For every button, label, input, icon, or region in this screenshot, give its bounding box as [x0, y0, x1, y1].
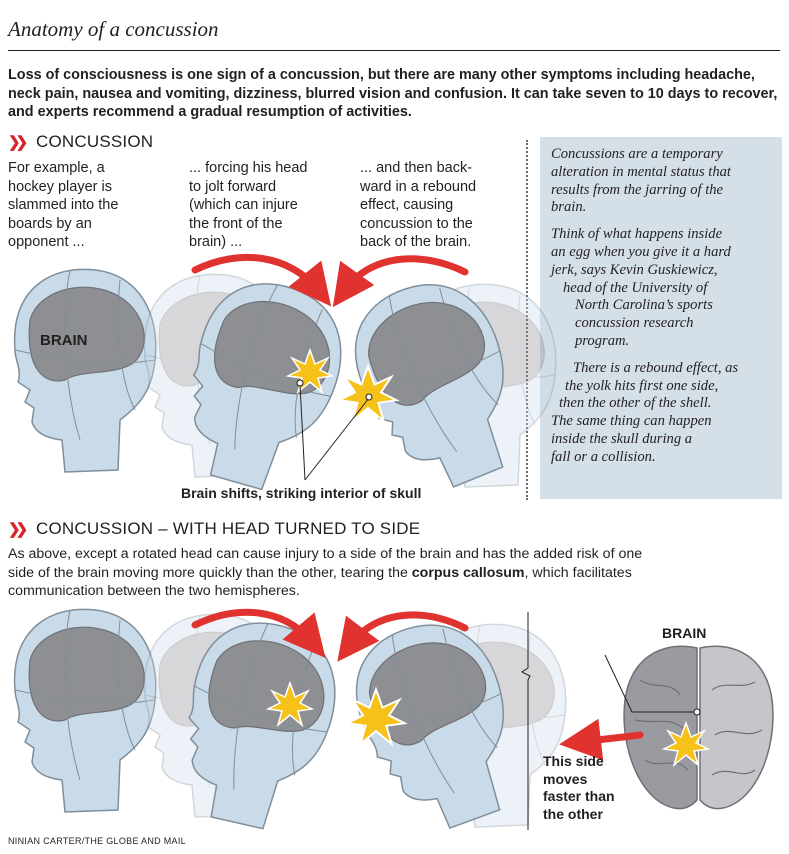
shift-label: Brain shifts, striking interior of skull	[181, 485, 422, 501]
section2-line: communication between the two hemisphere…	[8, 583, 300, 599]
sidebar-line: program.	[575, 332, 630, 349]
side-label-line: This side	[543, 753, 604, 769]
sidebar-line: North Carolina’s sports	[575, 297, 713, 314]
head-1	[13, 268, 157, 473]
section2-line-part: side of the brain moving more quickly th…	[8, 564, 412, 581]
section2-divider	[521, 612, 531, 830]
sidebar-line: inside the skull during a	[551, 430, 693, 447]
pointer-dot	[365, 393, 373, 401]
sidebar-line: jerk, says Kevin Guskiewicz,	[551, 261, 718, 278]
side-label-line: faster than	[543, 788, 615, 804]
section1-heading: ❯❯ CONCUSSION	[8, 132, 153, 152]
corpus-callosum-term: corpus callosum	[411, 564, 525, 581]
section2-heading-text: CONCUSSION – WITH HEAD TURNED TO SIDE	[36, 519, 421, 538]
pointer-line	[299, 384, 306, 481]
credit-line: NINIAN CARTER/THE GLOBE AND MAIL	[8, 836, 186, 846]
caption-1-line: opponent ...	[8, 234, 85, 250]
caption-1-line: boards by an	[8, 215, 92, 232]
arrow-backward-icon	[332, 255, 469, 308]
sidebar-line: brain.	[551, 199, 587, 216]
caption-3: ... and then back- ward in a rebound eff…	[360, 159, 476, 252]
sidebar-line: an egg when you give it a hard	[551, 243, 731, 260]
caption-3-line: ward in a rebound	[360, 178, 477, 195]
chevron-right-icon: ❯❯	[8, 521, 28, 538]
sidebar-box	[540, 137, 782, 499]
sidebar-line: results from the jarring of the	[551, 181, 724, 198]
caption-3-line: ... and then back-	[360, 160, 473, 176]
brain-label: BRAIN	[40, 332, 88, 349]
side-label-line: moves	[543, 770, 588, 787]
section2-heading: ❯❯ CONCUSSION – WITH HEAD TURNED TO SIDE	[8, 519, 420, 539]
caption-2-line: the front of the	[189, 215, 283, 232]
section2-line: side of the brain moving more quickly th…	[8, 564, 783, 583]
sidebar-line: Think of what happens inside	[551, 226, 723, 243]
arrow-forward-icon	[191, 253, 332, 307]
caption-2-line: (which can injure	[189, 197, 298, 213]
section2-line: As above, except a rotated head can caus…	[8, 546, 643, 562]
page-title: Anatomy of a concussion	[8, 17, 219, 41]
pointer-dot	[296, 379, 304, 387]
caption-2-line: ... forcing his head	[189, 160, 308, 176]
caption-1-line: hockey player is	[8, 178, 112, 195]
pointer-line	[304, 397, 370, 481]
section2-text: As above, except a rotated head can caus…	[8, 545, 783, 601]
caption-2: ... forcing his head to jolt forward (wh…	[189, 159, 308, 252]
caption-1-line: For example, a	[8, 160, 105, 176]
brain-pointer-line	[604, 654, 697, 713]
sidebar-line: Concussions are a temporary	[551, 146, 723, 162]
caption-1-line: slammed into the	[8, 197, 119, 213]
pointer-dot	[693, 708, 701, 716]
head-4	[13, 608, 157, 813]
sidebar-text: Concussions are a temporary alteration i…	[551, 146, 738, 467]
caption-3-line: back of the brain.	[360, 234, 472, 250]
caption-2-line: to jolt forward	[189, 178, 277, 195]
side-label-line: the other	[543, 805, 603, 822]
sidebar-line: fall or a collision.	[551, 448, 656, 465]
sidebar-line: The same thing can happen	[551, 413, 712, 430]
intro-text: Loss of consciousness is one sign of a c…	[8, 67, 778, 120]
caption-3-line: effect, causing	[360, 197, 454, 213]
sidebar-line: alteration in mental status that	[551, 163, 731, 180]
chevron-right-icon: ❯❯	[8, 134, 28, 151]
sidebar-line: then the other of the shell.	[559, 395, 712, 412]
section2-line-part: , which facilitates	[524, 564, 632, 581]
sidebar-line: There is a rebound effect, as	[573, 359, 739, 376]
sidebar-line: head of the University of	[563, 279, 708, 296]
title-rule	[8, 50, 780, 51]
sidebar-line: concussion research	[575, 315, 694, 332]
side-label: This side moves faster than the other	[543, 753, 615, 823]
caption-3-line: concussion to the	[360, 215, 473, 232]
caption-1: For example, a hockey player is slammed …	[8, 159, 118, 252]
brain-label-2: BRAIN	[662, 625, 707, 641]
brain-top-view	[623, 645, 774, 810]
section1-heading-text: CONCUSSION	[36, 132, 154, 151]
arrow-left-icon	[559, 718, 644, 761]
caption-2-line: brain) ...	[189, 234, 243, 250]
arrow-forward-icon	[191, 608, 326, 659]
arrow-backward-icon	[337, 611, 469, 662]
sidebar-line: the yolk hits first one side,	[565, 377, 719, 394]
